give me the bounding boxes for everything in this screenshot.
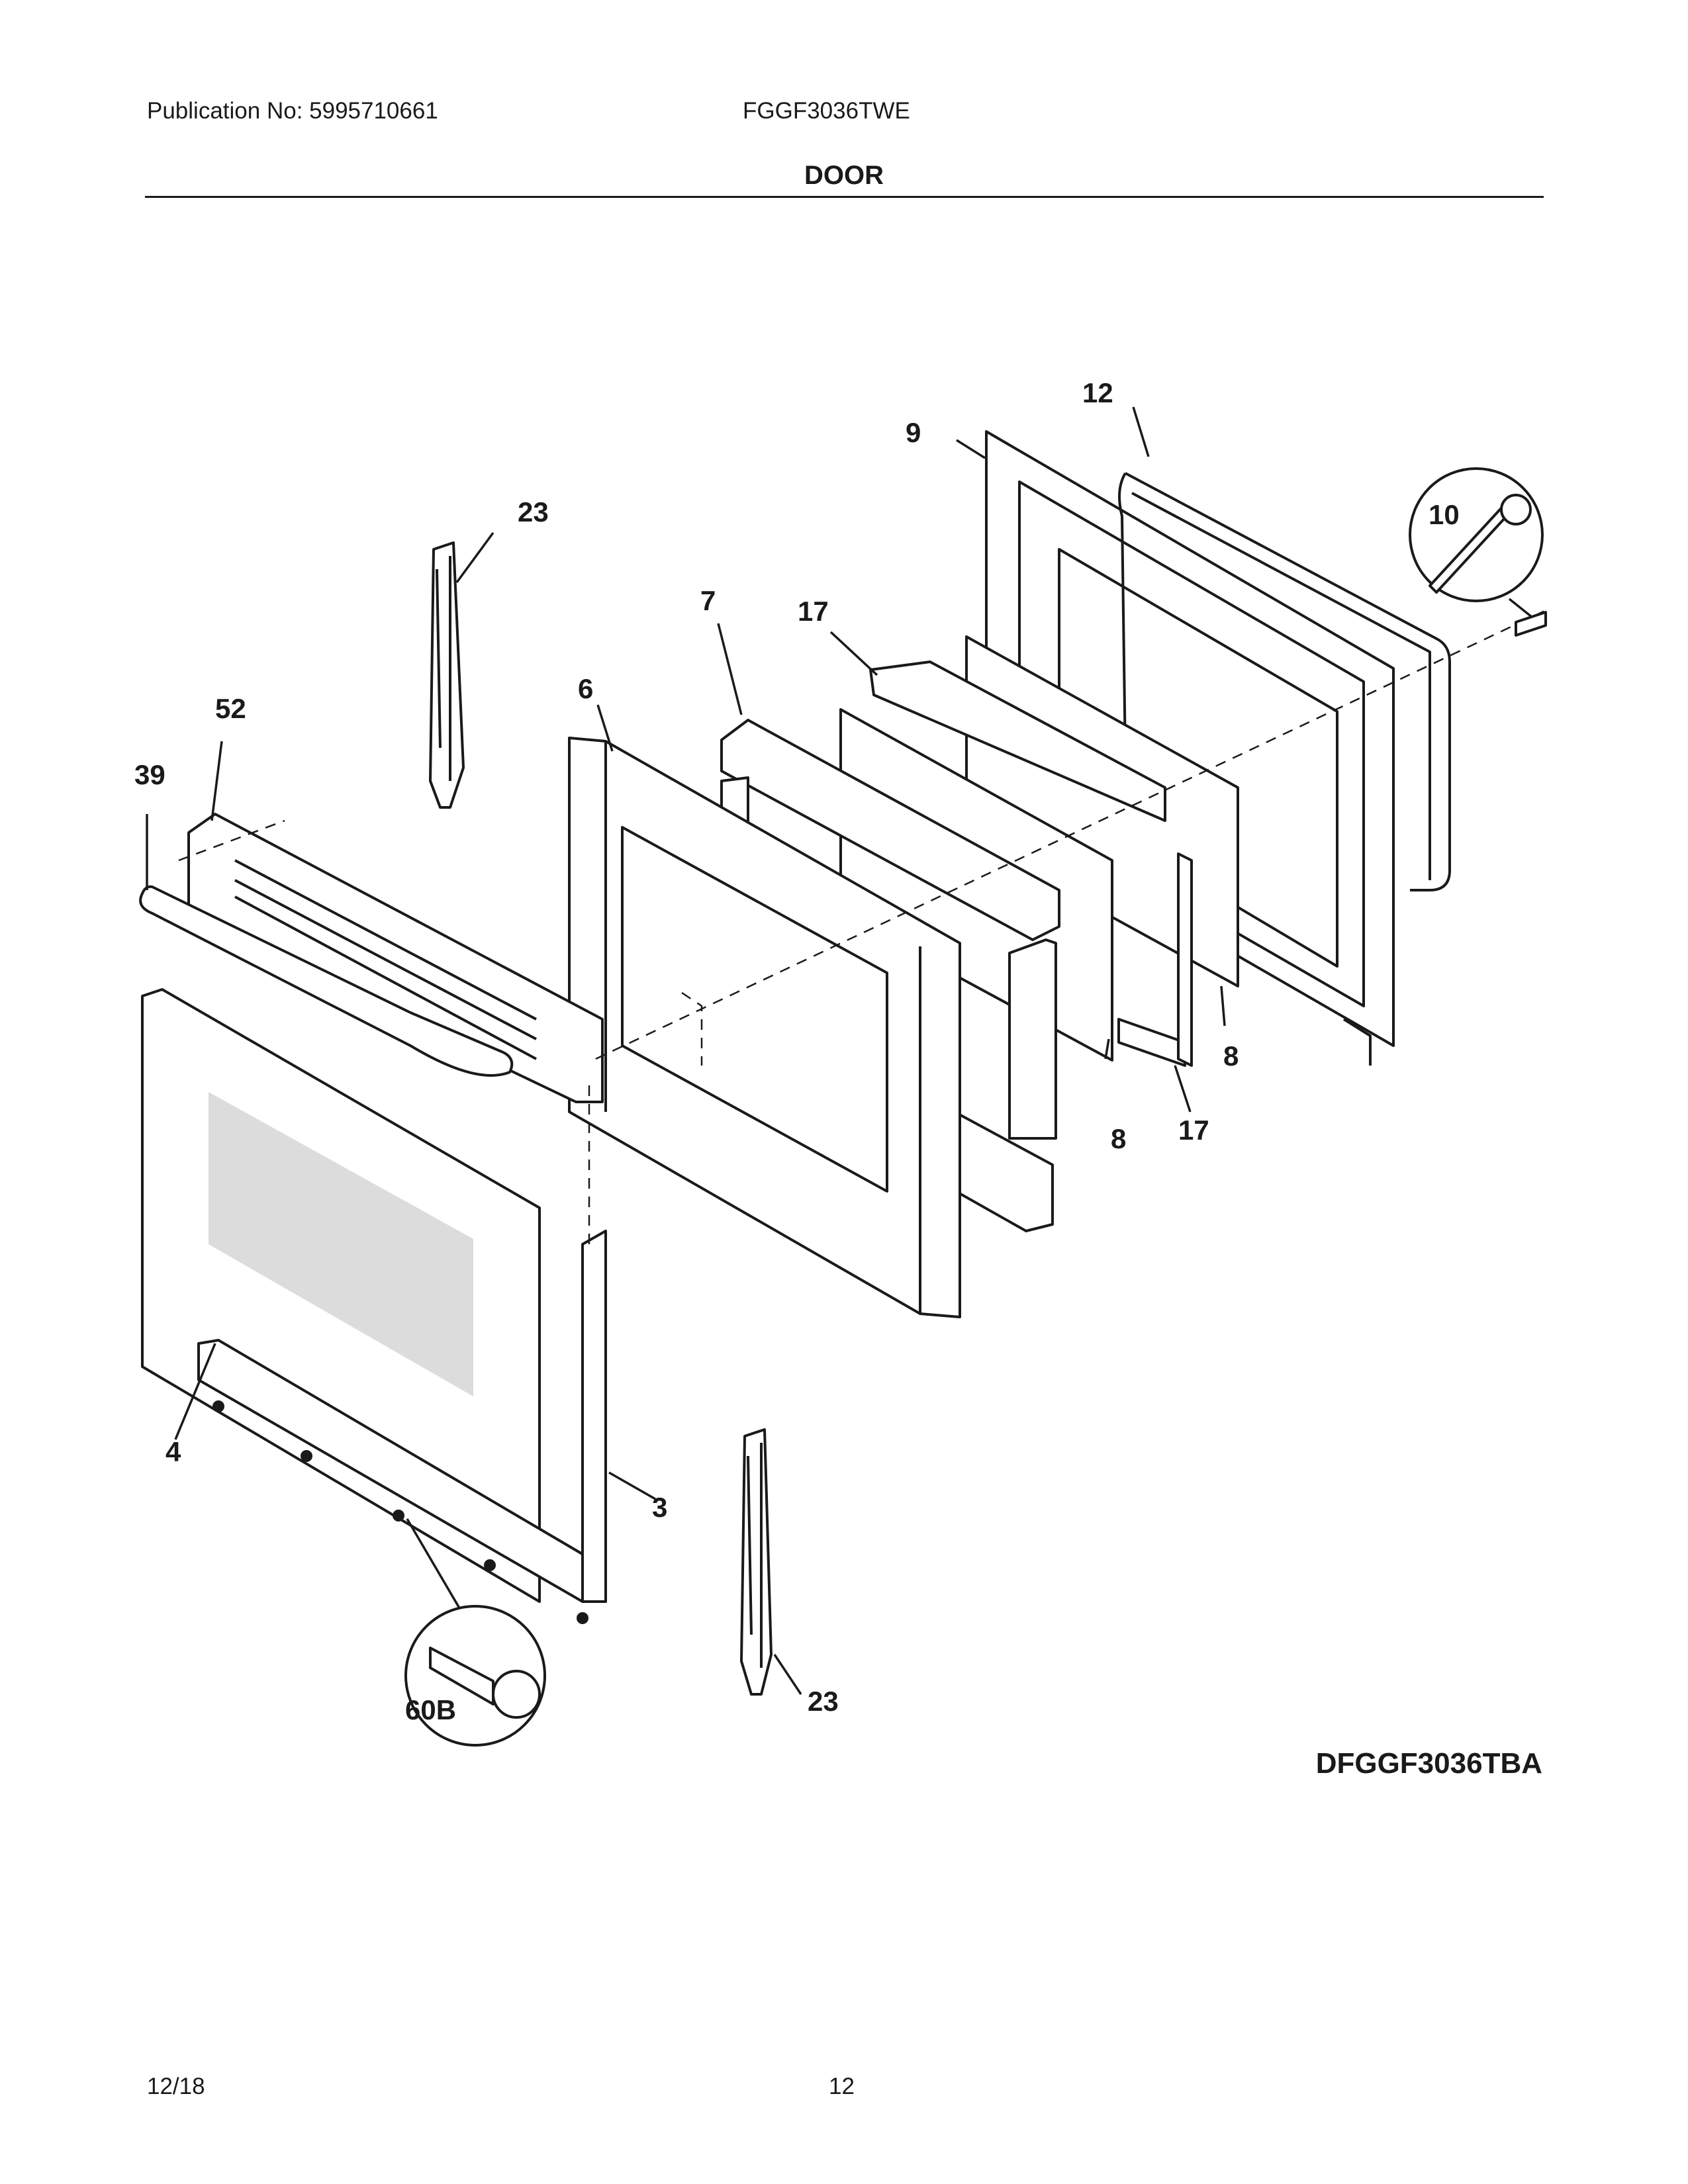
glass-retainer-lower <box>1117 852 1193 1067</box>
callout-17-upper: 17 <box>798 596 829 627</box>
screw-detail-callout <box>404 1605 546 1747</box>
diagram-code: DFGGF3036TBA <box>1315 1747 1542 1780</box>
glass-retainer-upper <box>869 660 1166 822</box>
page-number: 12 <box>829 2073 855 2099</box>
door-hinge-upper <box>429 541 465 809</box>
callout-8-rear: 8 <box>1223 1040 1239 1071</box>
callout-7: 7 <box>700 585 716 616</box>
callout-17-lower: 17 <box>1178 1115 1209 1146</box>
door-handle <box>139 885 514 1077</box>
publication-number: Publication No: 5995710661 <box>147 98 438 124</box>
callout-8-middle: 8 <box>1111 1123 1126 1154</box>
callout-labels: 12 9 10 23 7 17 6 52 39 8 8 17 4 3 60B 2… <box>134 377 1460 1725</box>
callout-12: 12 <box>1082 377 1113 408</box>
section-title: DOOR <box>804 161 884 190</box>
callout-23-lower: 23 <box>808 1686 839 1717</box>
door-hinge-lower <box>740 1428 773 1696</box>
callout-6: 6 <box>578 673 593 704</box>
alignment-lines <box>178 608 1550 1244</box>
callout-4: 4 <box>165 1436 181 1467</box>
pin-detail-callout <box>1409 467 1544 602</box>
callout-9: 9 <box>906 417 921 448</box>
outer-door-panel <box>141 988 607 1603</box>
door-frame <box>568 737 961 1318</box>
door-pin <box>1515 611 1547 637</box>
footer-date: 12/18 <box>147 2073 205 2099</box>
callout-10: 10 <box>1429 499 1460 530</box>
model-number: FGGF3036TWE <box>743 98 910 124</box>
header-rule <box>145 196 1544 198</box>
callout-3: 3 <box>652 1492 667 1523</box>
door-screws <box>212 1400 588 1624</box>
callout-39: 39 <box>134 759 165 790</box>
callout-60b: 60B <box>405 1694 456 1725</box>
callout-23-upper: 23 <box>518 496 549 527</box>
callout-52: 52 <box>215 693 246 724</box>
